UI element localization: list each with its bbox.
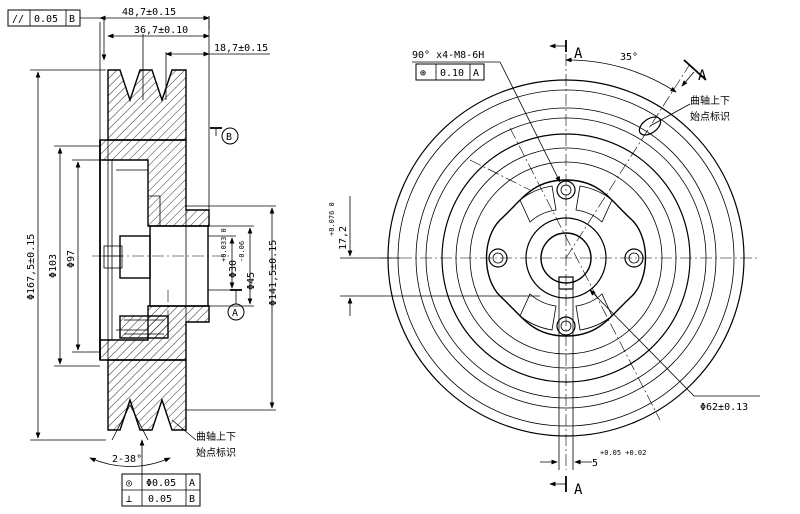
groove-angle-label: 2-38°	[112, 454, 142, 465]
dia-bore-tolerance: +0.033 0	[220, 228, 228, 262]
angle-35-dimension: 35° A	[565, 52, 707, 259]
fcf-bottom-symbol-1: ◎	[126, 478, 132, 489]
fcf-position-tolerance: 0.10	[440, 68, 464, 79]
thread-note: 90° x4-M8-6H	[412, 50, 484, 61]
diameter-dimensions: Φ167,5±0.15 Φ103 Φ97 Φ30 +0.033 0 Φ45 -0…	[26, 69, 279, 441]
dia-62-callout: Φ62±0.13	[589, 289, 760, 413]
datum-b-label: B	[226, 132, 232, 143]
dia-103-label: Φ103	[48, 254, 59, 278]
section-a-angled-label: A	[698, 68, 707, 84]
dia-45-label: Φ45	[246, 272, 257, 290]
dim-17-label: 17,2	[338, 226, 349, 250]
groove-angle: 2-38°	[89, 404, 171, 467]
mark-note-right: 曲轴上下 始点标识	[638, 94, 730, 136]
dim-5-tolerance: +0.05 +0.02	[600, 449, 646, 457]
dim-overall-width: 48,7±0.15	[122, 7, 176, 18]
fcf-top-tolerance: 0.05	[34, 14, 58, 25]
dia-45-tolerance: -0.06	[238, 241, 246, 262]
fcf-bottom: ◎ Φ0.05 A ⊥ 0.05 B	[121, 439, 201, 507]
dim-hub-offset: 18,7±0.15	[214, 43, 268, 54]
dia-62-label: Φ62±0.13	[700, 402, 748, 413]
section-a-top-label: A	[574, 46, 583, 62]
dia-141-label: Φ141,5±0.15	[268, 240, 279, 306]
mark-note-left: 曲轴上下 始点标识	[171, 419, 236, 459]
fcf-bottom-datum-1: A	[189, 478, 195, 489]
note-right-line1: 曲轴上下	[690, 94, 730, 107]
datum-a-marker-left: A	[227, 289, 245, 321]
fcf-top-symbol: //	[12, 14, 24, 25]
datum-a-label-left: A	[232, 308, 238, 319]
dim-5: 5 +0.05 +0.02	[540, 290, 646, 470]
dia-outer-label: Φ167,5±0.15	[26, 234, 37, 300]
angle-35-label: 35°	[620, 52, 638, 63]
dim-17-2: 17,2 +0.076 0	[328, 196, 540, 316]
fcf-bottom-datum-2: B	[189, 494, 195, 505]
note-right-line2: 始点标识	[690, 110, 730, 123]
fcf-top-datum: B	[69, 14, 75, 25]
note-left-line2: 始点标识	[196, 446, 236, 459]
dim-5-label: 5	[592, 458, 598, 469]
fcf-position-datum: A	[473, 68, 479, 79]
thread-callout: 90° x4-M8-6H ⊕ 0.10 A	[412, 50, 561, 183]
dia-bore-label: Φ30	[228, 260, 239, 278]
left-section-view: // 0.05 B 48,7±0.15 36,7±0.10 18,7±0.15	[7, 7, 279, 507]
dia-97-label: Φ97	[66, 250, 77, 268]
fcf-top: // 0.05 B	[7, 9, 107, 61]
fcf-bottom-tol-1: Φ0.05	[146, 478, 176, 489]
pulley-section	[92, 69, 230, 431]
dim-groove-width: 36,7±0.10	[134, 25, 188, 36]
note-left-line1: 曲轴上下	[196, 430, 236, 443]
section-a-bottom-label: A	[574, 482, 583, 498]
dim-17-tolerance: +0.076 0	[328, 202, 336, 236]
fcf-position-symbol: ⊕	[420, 68, 426, 79]
fcf-bottom-symbol-2: ⊥	[126, 494, 132, 505]
right-front-view: A A 90° x4-M8-6H ⊕ 0.10 A 35° A	[328, 40, 760, 498]
datum-b-marker: B	[210, 127, 239, 145]
fcf-bottom-tol-2: 0.05	[148, 494, 172, 505]
section-a-cutline: A A	[549, 40, 583, 498]
